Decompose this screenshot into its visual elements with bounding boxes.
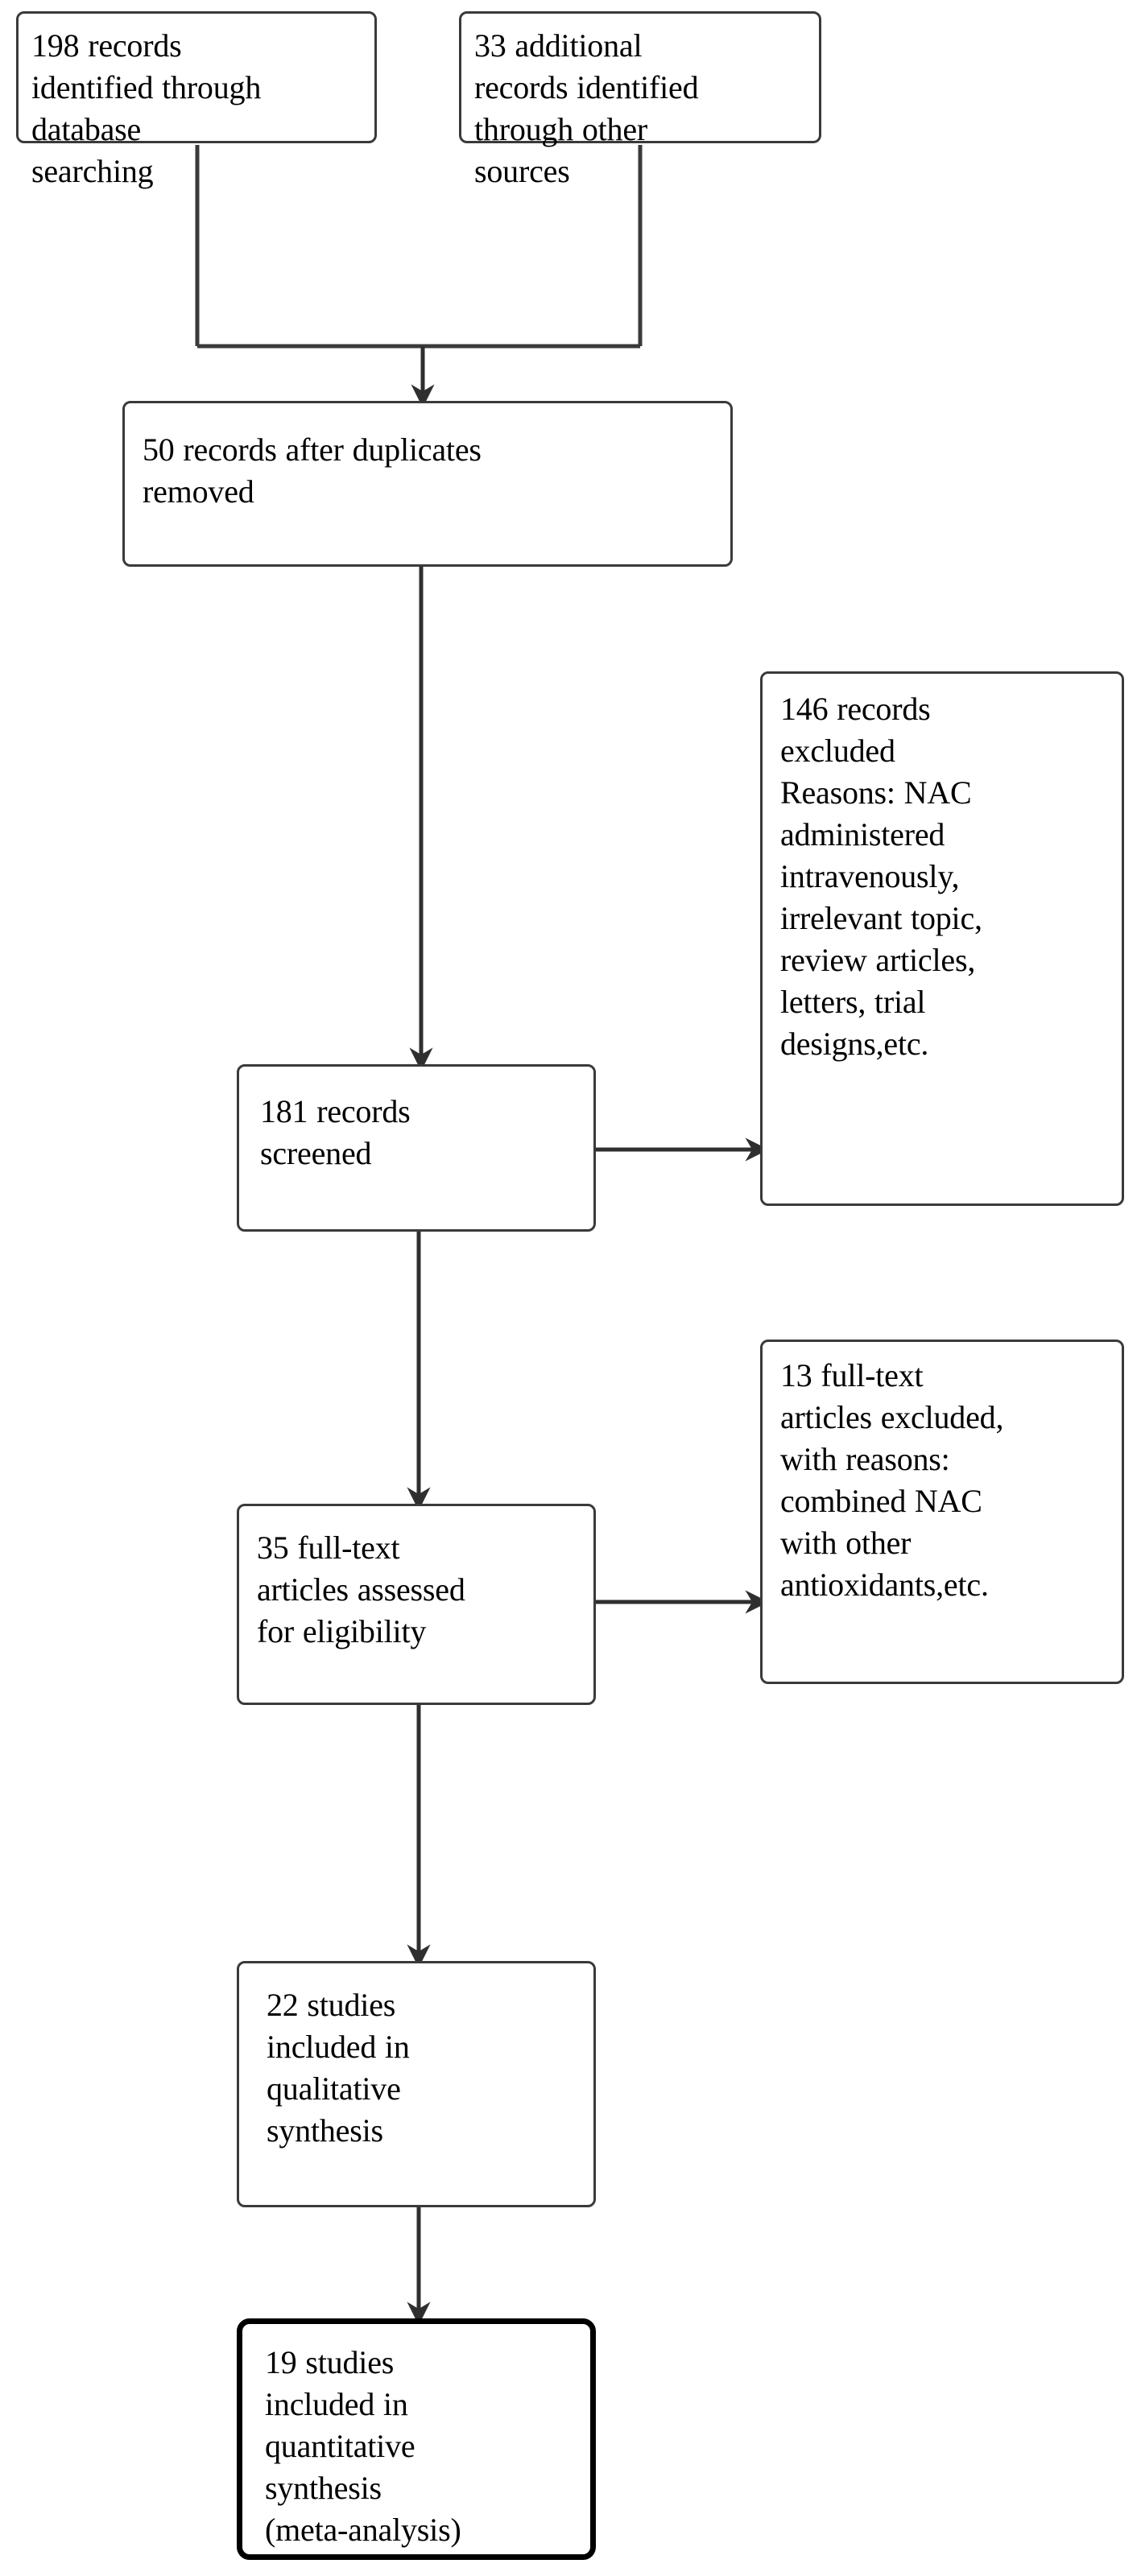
node-label: 33 additional records identified through… (474, 27, 699, 189)
node-records-screened: 181 records screened (237, 1064, 596, 1232)
node-label: 22 studies included in qualitative synth… (267, 1987, 410, 2149)
node-label: 35 full-text articles assessed for eligi… (257, 1530, 465, 1649)
node-studies-included-qualitative: 22 studies included in qualitative synth… (237, 1961, 596, 2207)
node-label: 50 records after duplicates removed (143, 431, 482, 510)
node-records-after-duplicates-removed: 50 records after duplicates removed (122, 401, 733, 567)
node-full-text-articles-assessed: 35 full-text articles assessed for eligi… (237, 1504, 596, 1705)
node-records-identified-database: 198 records identified through database … (16, 11, 377, 189)
node-full-text-articles-excluded: 13 full-text articles excluded, with rea… (760, 1340, 1124, 1684)
node-studies-included-quantitative: 19 studies included in quantitative synt… (237, 2318, 596, 2560)
node-records-excluded: 146 records excluded Reasons: NAC admini… (760, 671, 1124, 1206)
node-records-identified-other-sources: 33 additional records identified through… (459, 11, 821, 189)
node-label: 13 full-text articles excluded, with rea… (780, 1357, 1004, 1603)
node-label: 181 records screened (260, 1093, 411, 1171)
node-label: 198 records identified through database … (31, 27, 262, 189)
node-label: 146 records excluded Reasons: NAC admini… (780, 691, 982, 1062)
node-label: 19 studies included in quantitative synt… (265, 2344, 461, 2548)
